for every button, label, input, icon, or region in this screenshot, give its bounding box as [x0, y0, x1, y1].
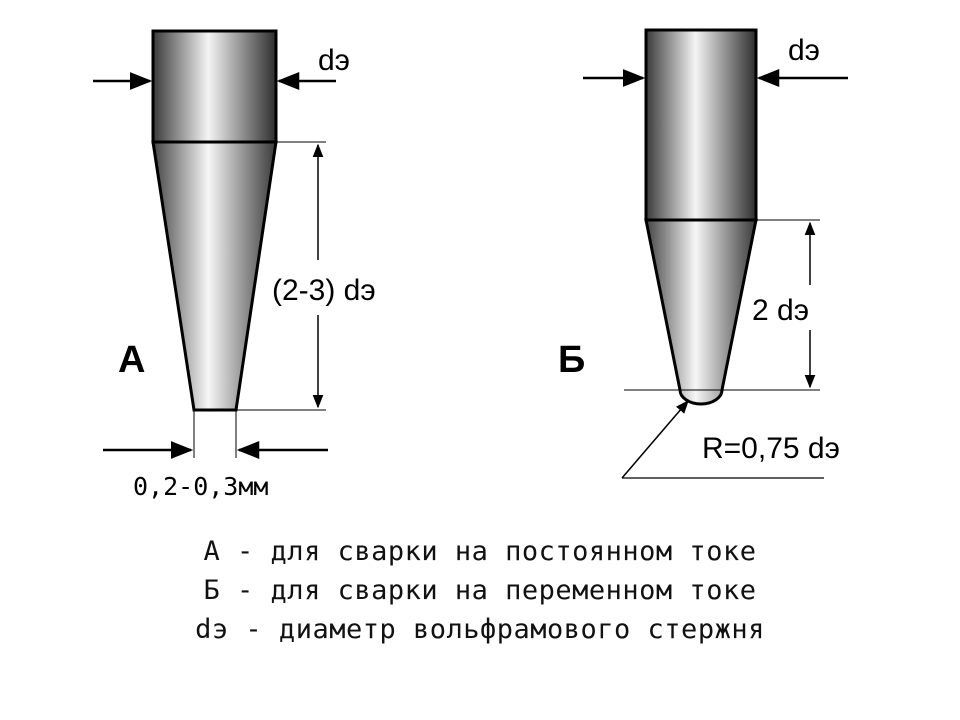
electrode-b-letter: Б: [558, 339, 585, 381]
electrode-a-rod: [151, 29, 278, 144]
legend-line-a: А - для сварки на постоянном токе: [203, 536, 757, 567]
electrode-b-taper-dimension: [624, 219, 820, 391]
electrode-a-taper-dimension: [236, 141, 326, 411]
electrode-b-radius-leader: [621, 399, 824, 479]
electrode-a-letter: А: [118, 339, 145, 381]
electrode-b: dэ 2 dэ R=0,75 dэ Б: [558, 28, 848, 479]
electrode-b-radius-label: R=0,75 dэ: [702, 432, 840, 465]
electrode-a-tip-width-label: 0,2-0,3мм: [133, 472, 268, 501]
electrode-b-taper: [644, 218, 758, 406]
legend-line-b: Б - для сварки на переменном токе: [203, 575, 757, 606]
electrode-b-rod: [644, 28, 758, 222]
legend-line-de: dэ - диаметр вольфрамового стержня: [195, 614, 765, 645]
electrode-b-diameter-label: dэ: [788, 34, 820, 67]
electrode-a-taper: [151, 140, 278, 412]
electrode-a-diameter-label: dэ: [318, 44, 350, 77]
electrode-b-taper-length-label: 2 dэ: [752, 294, 809, 327]
electrode-a-taper-length-label: (2-3) dэ: [272, 274, 376, 307]
electrode-a: dэ (2-3) dэ 0,2-0,3мм А: [93, 29, 376, 501]
electrode-a-tip-dimension: [103, 410, 328, 459]
